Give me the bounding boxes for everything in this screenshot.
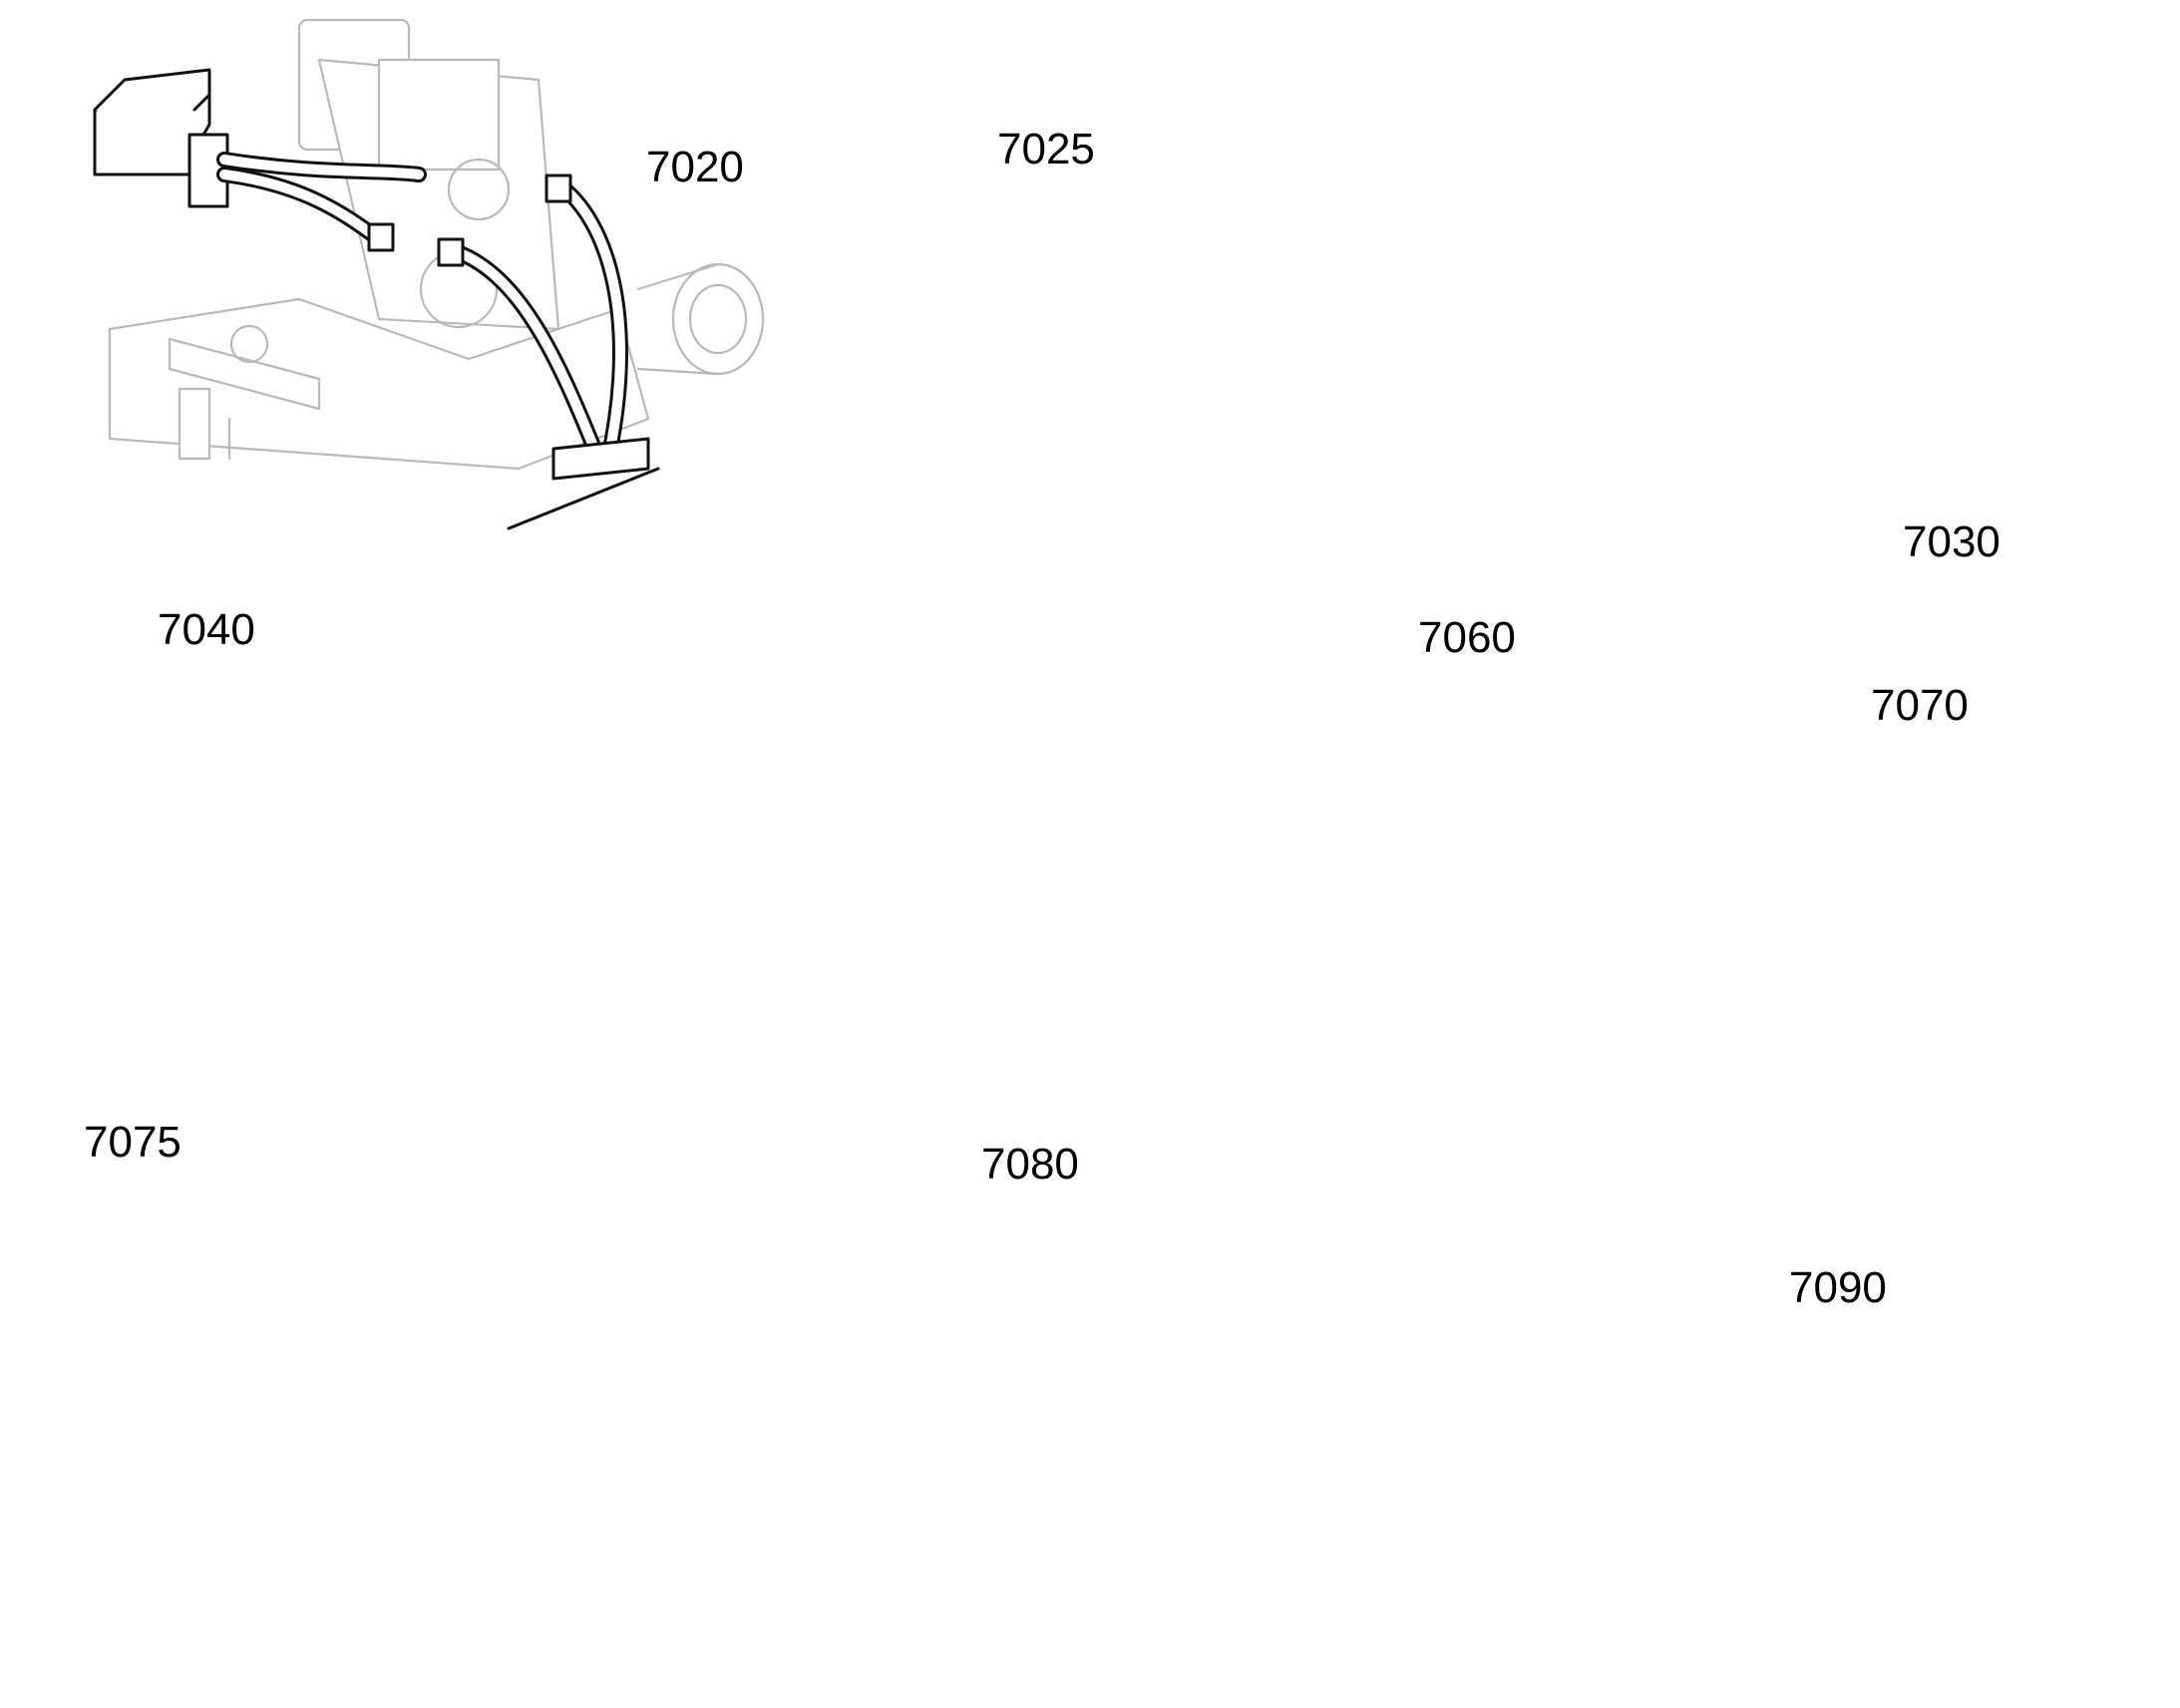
figure-label-7040: 7040 (158, 605, 255, 654)
figure-label-7080: 7080 (981, 1140, 1079, 1189)
figure-label-7075: 7075 (84, 1118, 182, 1167)
figure-label-7070: 7070 (1871, 681, 1969, 730)
figure-7020-illustration (93, 18, 765, 530)
figure-label-7025: 7025 (997, 125, 1095, 173)
figure-label-7020: 7020 (646, 143, 744, 191)
figure-label-7030: 7030 (1903, 517, 2000, 566)
figure-label-7060: 7060 (1418, 613, 1516, 662)
figure-label-7090: 7090 (1789, 1263, 1887, 1312)
